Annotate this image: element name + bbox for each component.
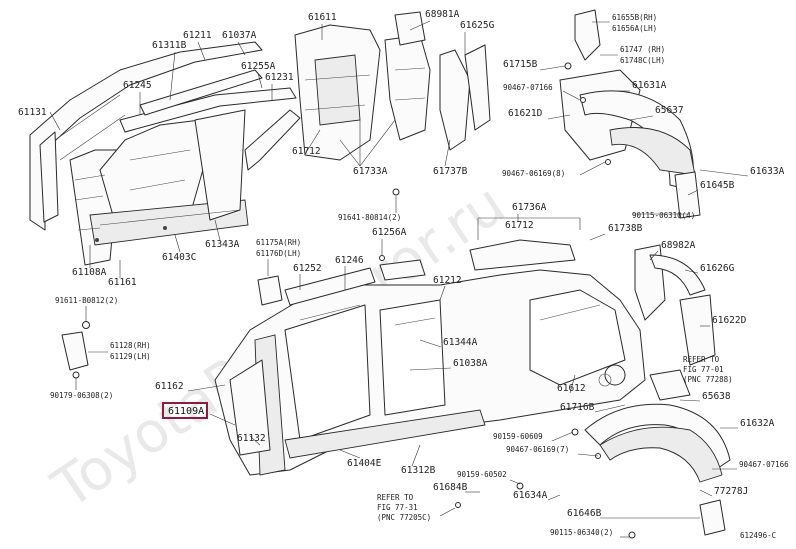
part-label-61037a[interactable]: 61037A bbox=[222, 30, 257, 41]
part-label-61161[interactable]: 61161 bbox=[108, 277, 137, 288]
part-label-61255a[interactable]: 61255A bbox=[241, 61, 276, 72]
part-label-61712a[interactable]: 61712 bbox=[292, 146, 321, 157]
part-label-61736a[interactable]: 61736A bbox=[512, 202, 547, 213]
part-label-61108a[interactable]: 61108A bbox=[72, 267, 107, 278]
part-label-61626g[interactable]: 61626G bbox=[700, 263, 735, 274]
part-label-65638[interactable]: 65638 bbox=[702, 391, 731, 402]
part-label-61621d[interactable]: 61621D bbox=[508, 108, 543, 119]
part-label-61312b[interactable]: 61312B bbox=[401, 465, 436, 476]
upper-right-wheelhouse-assembly bbox=[559, 9, 701, 219]
part-label-61656a[interactable]: 61656A(LH) bbox=[612, 24, 657, 33]
highlighted-part-box bbox=[162, 402, 208, 419]
part-label-61162[interactable]: 61162 bbox=[155, 381, 184, 392]
part-label-61404e[interactable]: 61404E bbox=[347, 458, 382, 469]
part-label-90159-60502[interactable]: 90159-60502 bbox=[457, 470, 507, 479]
part-label-61748c[interactable]: 61748C(LH) bbox=[620, 56, 665, 65]
part-label-refer-2a[interactable]: REFER TO bbox=[377, 493, 414, 502]
part-label-61403c[interactable]: 61403C bbox=[162, 252, 196, 263]
part-label-refer-1a[interactable]: REFER TO bbox=[683, 355, 720, 364]
part-label-fig-1a[interactable]: FIG 77-01 bbox=[683, 365, 724, 374]
part-label-61634a[interactable]: 61634A bbox=[513, 490, 548, 501]
part-label-61231[interactable]: 61231 bbox=[265, 72, 294, 83]
part-label-61175a[interactable]: 61175A(RH) bbox=[256, 238, 301, 247]
part-label-61211[interactable]: 61211 bbox=[183, 30, 212, 41]
part-label-61632a[interactable]: 61632A bbox=[740, 418, 775, 429]
part-label-90115-06310[interactable]: 90115-06310(4) bbox=[632, 211, 695, 220]
part-label-90467-06169-8[interactable]: 90467-06169(8) bbox=[502, 169, 565, 178]
part-label-61655b[interactable]: 61655B(RH) bbox=[612, 13, 657, 22]
part-label-61712b[interactable]: 61712 bbox=[505, 220, 534, 231]
part-label-pnc-1a[interactable]: (PNC 77288) bbox=[683, 375, 733, 384]
part-label-61684b[interactable]: 61684B bbox=[433, 482, 468, 493]
part-label-61109a[interactable]: 61109A bbox=[168, 406, 204, 417]
part-label-90159-60609[interactable]: 90159-60609 bbox=[493, 432, 543, 441]
part-label-61733a[interactable]: 61733A bbox=[353, 166, 388, 177]
part-label-61747[interactable]: 61747 (RH) bbox=[620, 45, 665, 54]
part-label-91611-b0812[interactable]: 91611-B0812(2) bbox=[55, 296, 118, 305]
part-label-90179-06308[interactable]: 90179-06308(2) bbox=[50, 391, 113, 400]
part-label-61738b[interactable]: 61738B bbox=[608, 223, 643, 234]
part-label-90467-07166[interactable]: 90467-07166 bbox=[503, 83, 553, 92]
part-label-61622d[interactable]: 61622D bbox=[712, 315, 747, 326]
part-label-pnc-2a[interactable]: (PNC 77205C) bbox=[377, 513, 431, 522]
part-label-61344a[interactable]: 61344A bbox=[443, 337, 478, 348]
part-label-fig-2a[interactable]: FIG 77-31 bbox=[377, 503, 418, 512]
part-label-90115-06340[interactable]: 90115-06340(2) bbox=[550, 528, 613, 537]
part-label-61245[interactable]: 61245 bbox=[123, 80, 152, 91]
part-label-61256a[interactable]: 61256A bbox=[372, 227, 407, 238]
part-label-61633a[interactable]: 61633A bbox=[750, 166, 785, 177]
part-label-61343a[interactable]: 61343A bbox=[205, 239, 240, 250]
part-label-77278j[interactable]: 77278J bbox=[714, 486, 748, 497]
part-label-61131[interactable]: 61131 bbox=[18, 107, 47, 118]
part-label-61128[interactable]: 61128(RH) bbox=[110, 341, 151, 350]
part-label-61311b[interactable]: 61311B bbox=[152, 40, 187, 51]
part-label-61129[interactable]: 61129(LH) bbox=[110, 352, 151, 361]
lower-left-small-parts bbox=[61, 275, 283, 379]
part-label-61645b[interactable]: 61645B bbox=[700, 180, 735, 191]
leader-lines bbox=[49, 20, 749, 538]
part-label-61611[interactable]: 61611 bbox=[308, 12, 337, 23]
upper-left-panel-assembly bbox=[29, 41, 301, 266]
part-label-61737b[interactable]: 61737B bbox=[433, 166, 468, 177]
part-label-90467-06169-7[interactable]: 90467-06169(7) bbox=[506, 445, 569, 454]
part-label-68982a[interactable]: 68982A bbox=[661, 240, 696, 251]
part-label-61631a[interactable]: 61631A bbox=[632, 80, 667, 91]
part-label-61132[interactable]: 61132 bbox=[237, 433, 266, 444]
upper-middle-pillar-assembly bbox=[294, 11, 491, 261]
part-label-90467-07166b[interactable]: 90467-07166 bbox=[739, 460, 789, 469]
part-label-65637[interactable]: 65637 bbox=[655, 105, 684, 116]
part-label-61646b[interactable]: 61646B bbox=[567, 508, 602, 519]
part-label-61612[interactable]: 61612 bbox=[557, 383, 586, 394]
part-label-61212[interactable]: 61212 bbox=[433, 275, 462, 286]
part-label-61176d[interactable]: 61176D(LH) bbox=[256, 249, 301, 258]
part-label-68981a[interactable]: 68981A bbox=[425, 9, 460, 20]
part-label-61246[interactable]: 61246 bbox=[335, 255, 364, 266]
part-label-61715b[interactable]: 61715B bbox=[503, 59, 538, 70]
lower-body-side-outer-panel bbox=[214, 239, 646, 476]
part-label-612496-c[interactable]: 612496-C bbox=[740, 531, 776, 540]
part-label-61252[interactable]: 61252 bbox=[293, 263, 322, 274]
part-label-61038a[interactable]: 61038A bbox=[453, 358, 488, 369]
lower-right-wheelhouse-assembly bbox=[455, 244, 731, 539]
part-label-61716b[interactable]: 61716B bbox=[560, 402, 595, 413]
part-label-91641-80814[interactable]: 91641-80814(2) bbox=[338, 213, 401, 222]
part-label-61625g[interactable]: 61625G bbox=[460, 20, 495, 31]
